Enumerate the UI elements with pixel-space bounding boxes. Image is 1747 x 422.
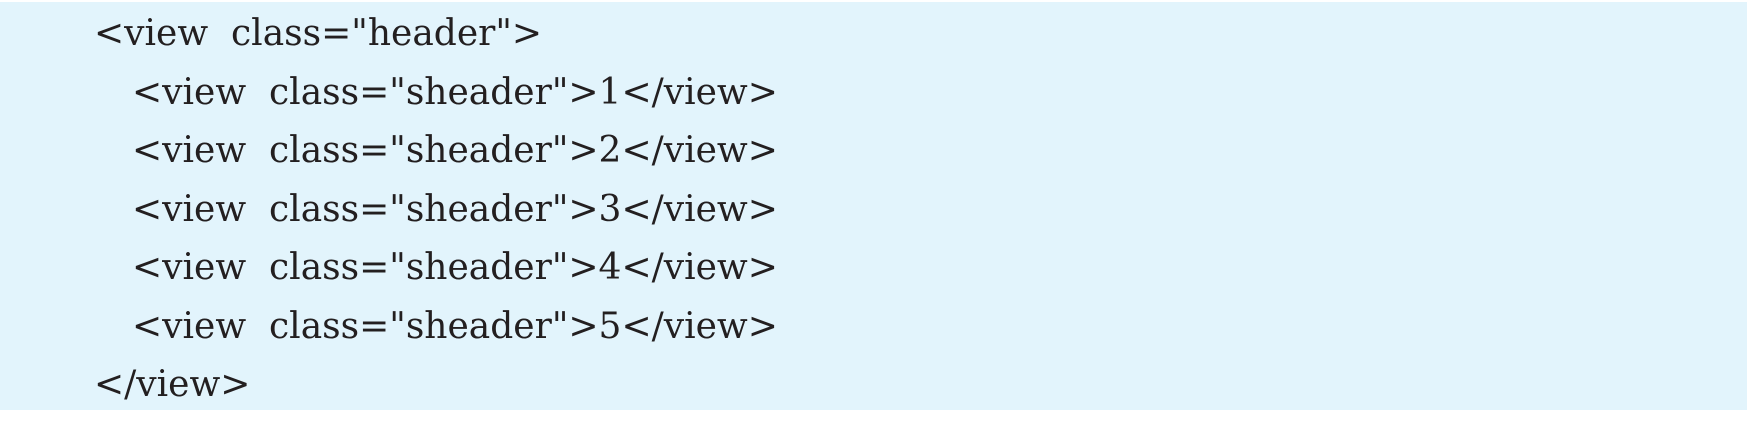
code-block: <view class="header"> <view class="shead… [0, 2, 1747, 410]
code-line-open-header: <view class="header"> [94, 13, 543, 54]
code-line-close-header: </view> [94, 364, 251, 405]
code-line-sheader-2: <view class="sheader">2</view> [132, 130, 778, 171]
code-line-sheader-4: <view class="sheader">4</view> [132, 247, 778, 288]
code-line-sheader-3: <view class="sheader">3</view> [132, 188, 778, 230]
code-line-sheader-5: <view class="sheader">5</view> [132, 305, 778, 347]
code-line-sheader-1: <view class="sheader">1</view> [132, 71, 778, 113]
